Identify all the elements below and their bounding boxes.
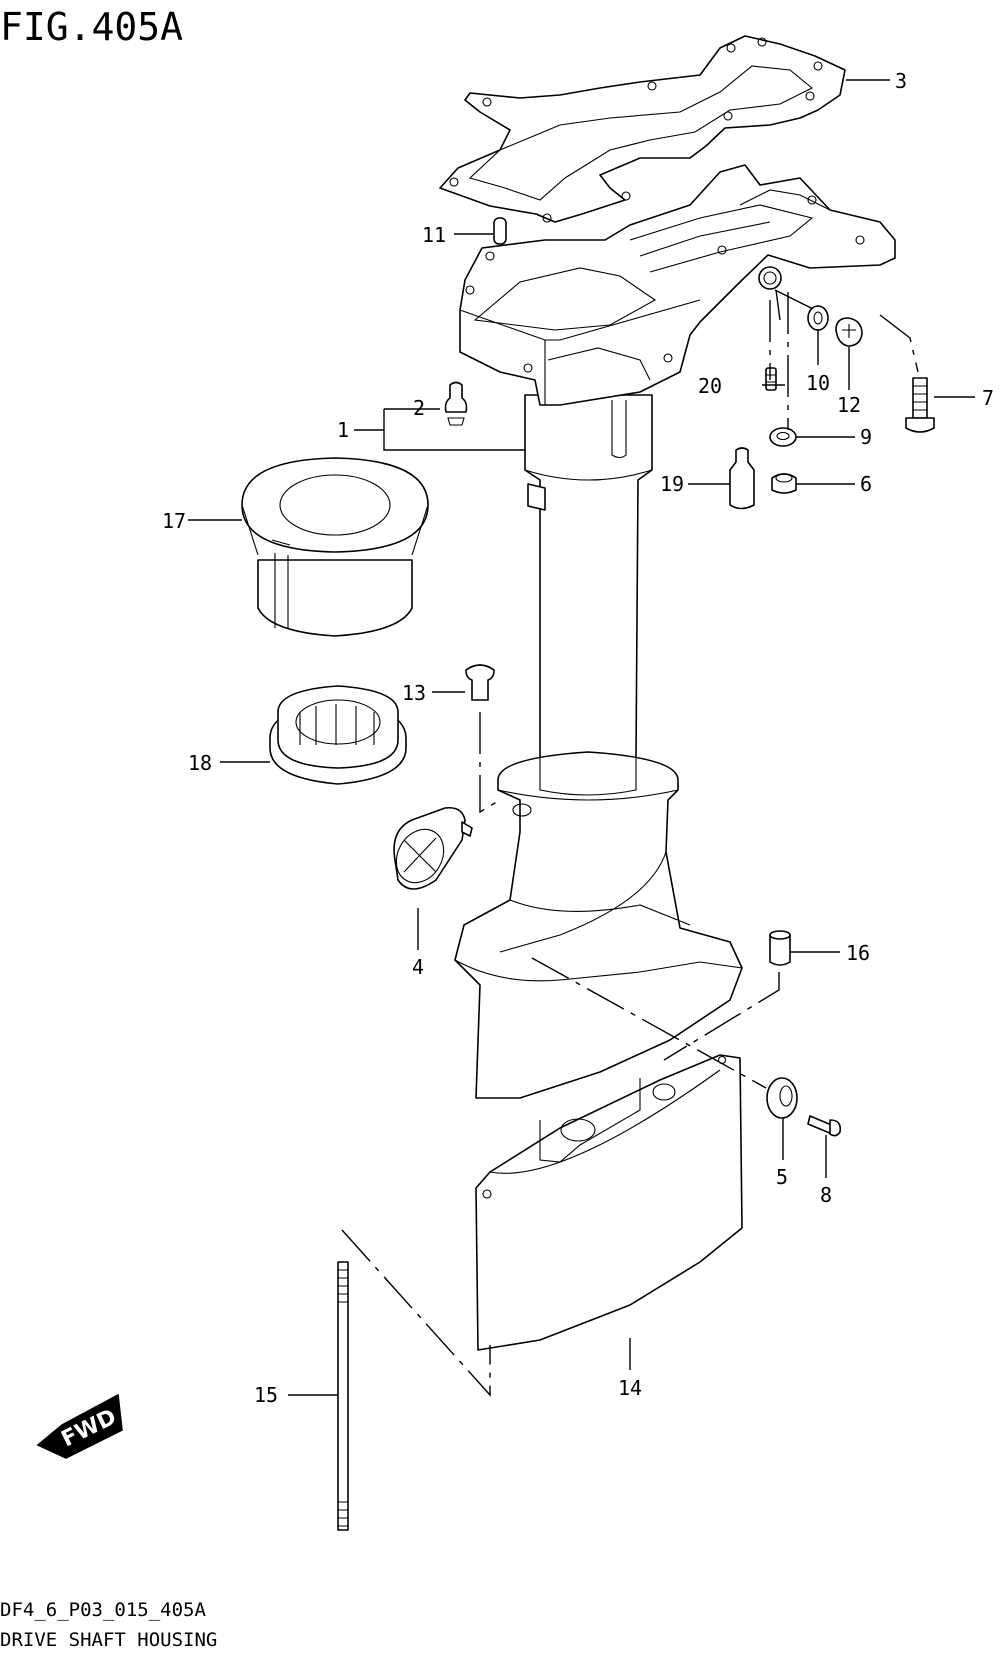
callout-labels: 3 11 2 1 20 10 12 7 9 6 19 17 13 18 4 16… (162, 69, 994, 1407)
part-17-bushing (241, 457, 429, 637)
part-15-stud (337, 1261, 349, 1531)
part-11-dowel-pin (493, 217, 507, 245)
callout-12: 12 (837, 393, 861, 417)
callout-1: 1 (337, 418, 349, 442)
part-2-grease-fitting (444, 381, 468, 426)
fwd-direction-badge: FWD (36, 1393, 123, 1459)
callout-18: 18 (188, 751, 212, 775)
callout-17: 17 (162, 509, 186, 533)
part-8-screw (807, 1115, 842, 1137)
part-5-collar (766, 1077, 798, 1119)
part-3-gasket (439, 35, 846, 223)
callout-19: 19 (660, 472, 684, 496)
part-6-nut (771, 473, 797, 494)
callout-20: 20 (698, 374, 722, 398)
callout-2: 2 (413, 396, 425, 420)
part-1-lower-housing (454, 751, 743, 1099)
part-1-drive-shaft-housing (459, 164, 896, 759)
callout-16: 16 (846, 941, 870, 965)
part-19-sleeve (729, 447, 755, 510)
part-18-seal-ring (269, 685, 407, 785)
callout-7: 7 (982, 386, 994, 410)
callout-15: 15 (254, 1383, 278, 1407)
part-16-collar (769, 930, 791, 966)
callout-13: 13 (402, 681, 426, 705)
part-7-bolt (905, 377, 935, 433)
callout-4: 4 (412, 955, 424, 979)
part-12-plug-bolt (835, 317, 863, 347)
part-9-washer (769, 427, 797, 447)
callout-9: 9 (860, 425, 872, 449)
callout-8: 8 (820, 1183, 832, 1207)
callout-6: 6 (860, 472, 872, 496)
part-10-washer (807, 305, 829, 331)
part-4-grommet (393, 806, 473, 890)
callout-14: 14 (618, 1376, 642, 1400)
leader-lines (188, 79, 975, 1396)
callout-11: 11 (422, 223, 446, 247)
part-20-screw (765, 367, 777, 391)
figure-title: FIG.405A (0, 5, 183, 49)
assembly-lines (341, 289, 919, 1397)
callout-5: 5 (776, 1165, 788, 1189)
callout-10: 10 (806, 371, 830, 395)
part-14-lower-cover (475, 1054, 743, 1351)
figure-caption: DRIVE SHAFT HOUSING (0, 1629, 217, 1651)
callout-3: 3 (895, 69, 907, 93)
figure-code: DF4_6_P03_015_405A (0, 1599, 206, 1621)
part-13-plug (465, 664, 495, 701)
